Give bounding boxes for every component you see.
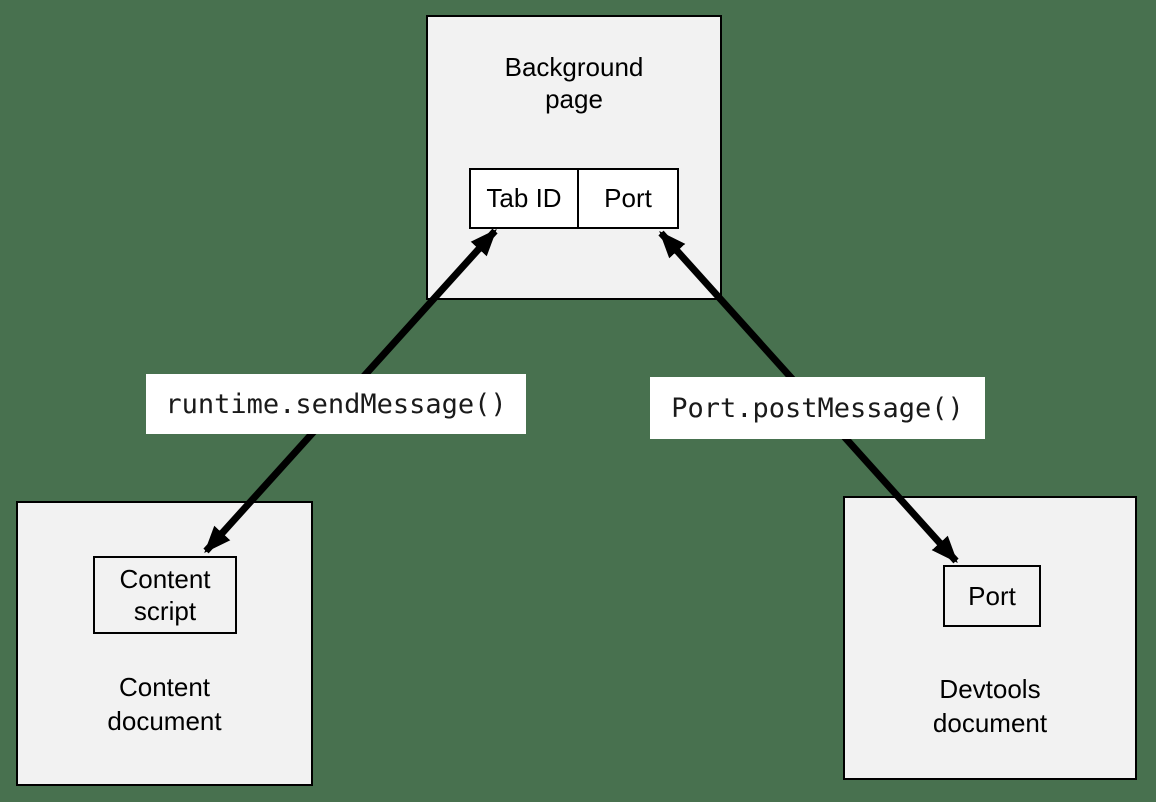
content-document-box: Content script Content document <box>16 501 313 786</box>
devtools-document-title: Devtools document <box>932 674 1048 738</box>
background-page-title: Background page <box>504 52 644 114</box>
devtools-port-box: Port <box>943 565 1041 627</box>
tab-port-table: Tab ID Port <box>469 168 679 229</box>
content-script-box: Content script <box>93 556 237 634</box>
tab-id-cell: Tab ID <box>471 170 579 227</box>
runtime-sendmessage-label: runtime.sendMessage() <box>146 374 526 434</box>
devtools-document-box: Port Devtools document <box>843 496 1137 780</box>
port-postmessage-label: Port.postMessage() <box>650 377 985 439</box>
content-document-title: Content document <box>107 672 222 736</box>
port-cell: Port <box>604 183 652 213</box>
background-page-box: Background page Tab ID Port <box>426 15 722 300</box>
